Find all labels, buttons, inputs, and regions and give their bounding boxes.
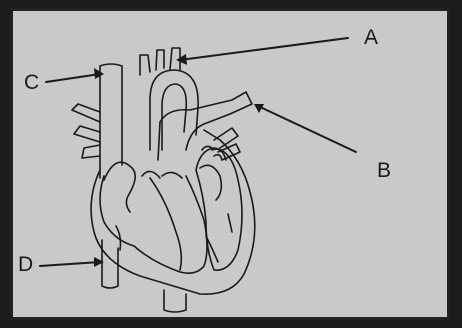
tricuspid-valve — [104, 162, 135, 212]
leader-line-d — [40, 262, 100, 266]
arrowhead-a — [176, 54, 187, 65]
aortic-branches — [140, 48, 180, 75]
arrowhead-c — [94, 68, 104, 79]
label-d: D — [18, 254, 33, 275]
superior-vena-cava — [100, 64, 122, 178]
mitral-valve — [200, 149, 226, 200]
descending-aorta — [164, 290, 186, 312]
pulmonary-artery — [158, 92, 252, 160]
label-c: C — [24, 72, 39, 93]
leader-line-a — [180, 38, 348, 60]
semilunar-valve — [142, 171, 182, 178]
leader-line-c — [46, 74, 100, 82]
chordae — [116, 214, 232, 262]
leader-line-b — [258, 106, 356, 152]
pulmonary-veins-left — [72, 104, 100, 158]
septum — [150, 178, 181, 270]
right-ventricle — [134, 176, 207, 273]
label-a: A — [364, 27, 378, 48]
label-b: B — [377, 160, 391, 181]
aorta-inner — [162, 84, 186, 150]
